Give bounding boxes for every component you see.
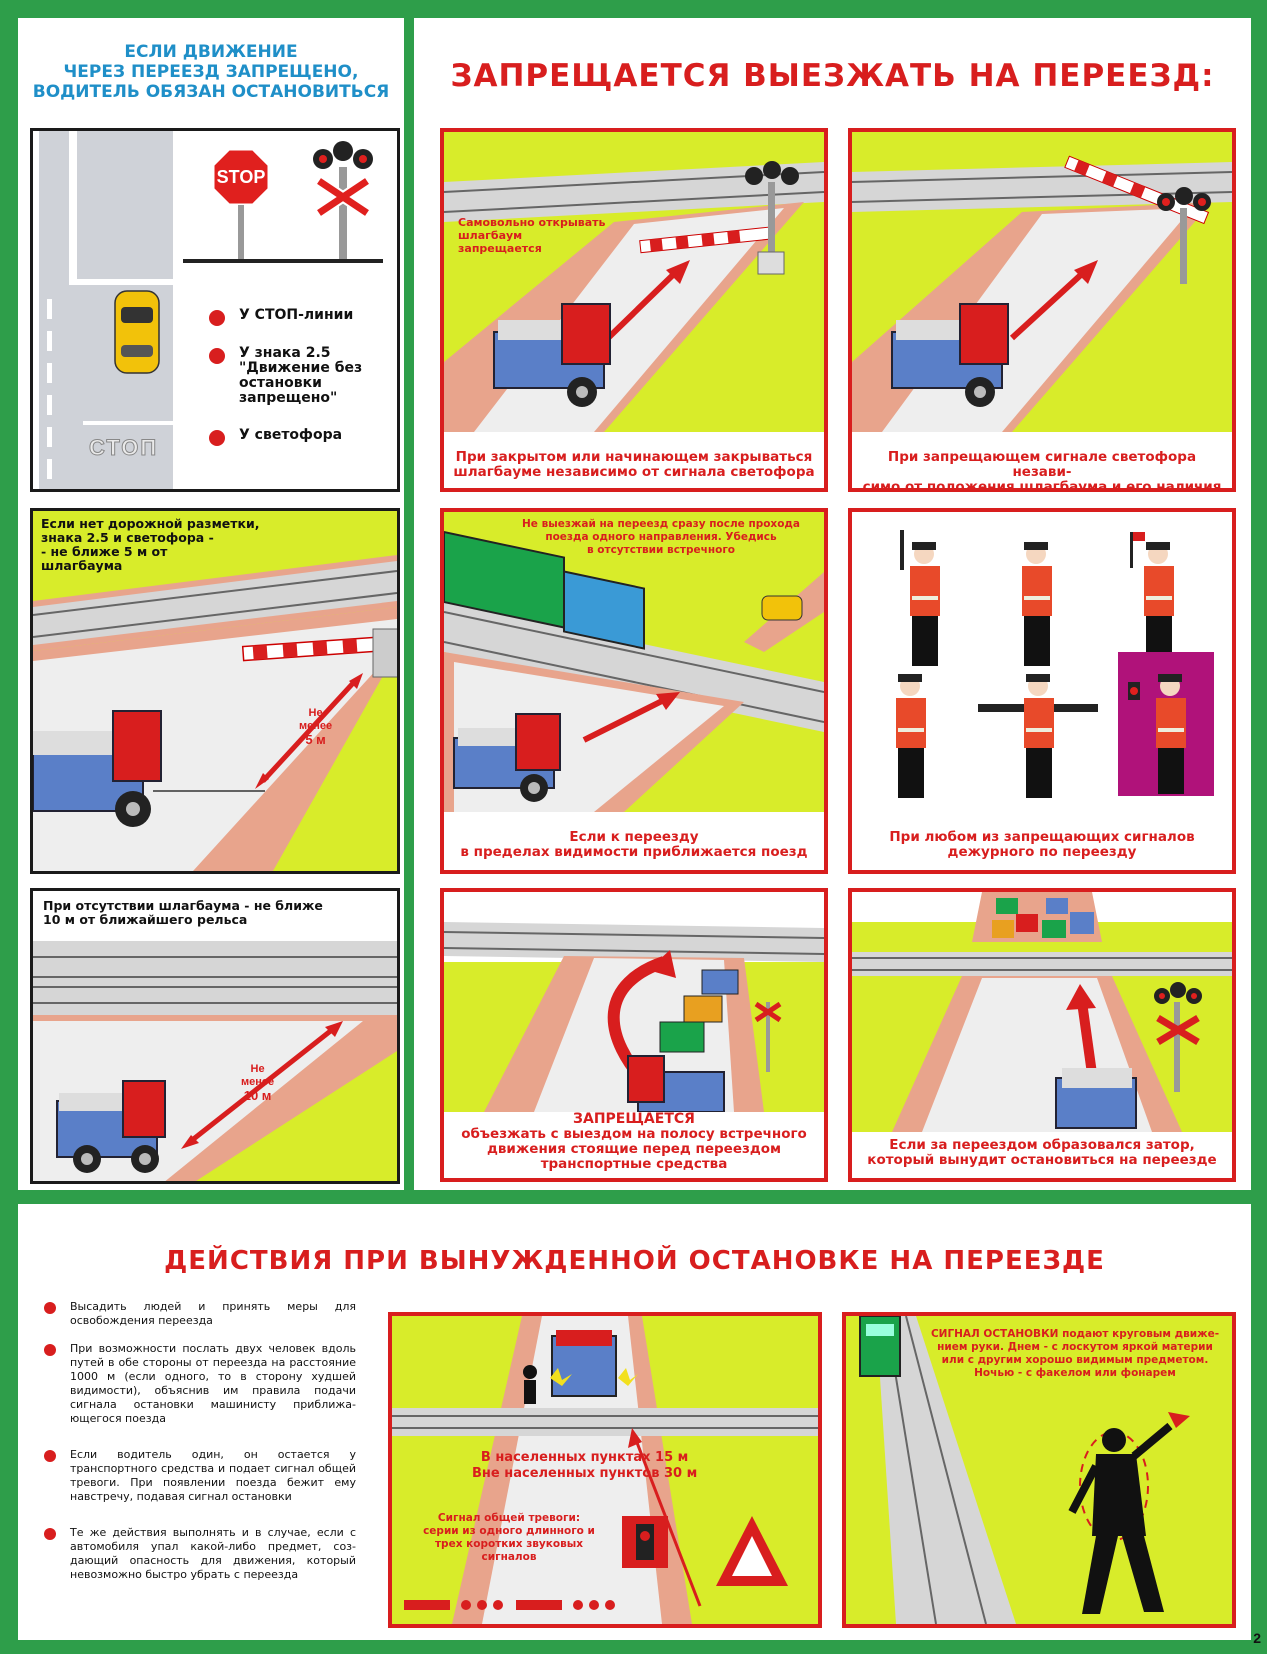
attendant-figure-4: [896, 674, 926, 798]
page-number: 2: [1253, 1630, 1261, 1646]
signalman-icon: [1068, 1412, 1190, 1614]
action-item-3: Если водитель один, он остается у трансп…: [44, 1448, 356, 1504]
truck-icon: [627, 1055, 725, 1112]
action-item-2: При возможности послать двух человек вдо…: [44, 1342, 356, 1426]
signal-forbid-caption: При запрещающем сигнале светофора незави…: [862, 449, 1222, 492]
train-near-caption: Если к переезду в пределах видимости при…: [460, 829, 808, 860]
distance-5-label: Не менее 5 м: [299, 707, 333, 747]
signal-forbid-illustration: [852, 132, 1232, 432]
warning-triangle-illustration: [392, 1316, 818, 1624]
stop-place-1: У СТОП-линии: [209, 308, 353, 326]
queued-vehicle-1: [701, 969, 739, 995]
truck-icon: [493, 303, 611, 407]
queued-vehicle-2: [683, 995, 723, 1023]
stalled-truck-icon: [550, 1330, 638, 1397]
warning-triangle-panel: В населенных пунктах 15 м Вне населенных…: [388, 1312, 822, 1628]
barrier-closed-panel: Самовольно открывать шлагбаум запрещаетс…: [440, 128, 828, 492]
bullet-icon: [209, 430, 225, 446]
truck-icon: [56, 1080, 166, 1173]
attendant-panel: При любом из запрещающих сигналов дежурн…: [848, 508, 1236, 874]
bullet-icon: [44, 1450, 56, 1462]
warning-triangle-icon: [716, 1516, 788, 1586]
attendant-night-figure: [1118, 652, 1214, 796]
train-icon: [859, 1316, 901, 1377]
bullet-icon: [44, 1302, 56, 1314]
stop-place-3: У светофора: [209, 428, 342, 446]
crossing-signal-icon: [1154, 982, 1202, 1092]
main-title: ЗАПРЕЩАЕТСЯ ВЫЕЗЖАТЬ НА ПЕРЕЕЗД:: [450, 58, 1215, 94]
car-icon: [761, 595, 803, 621]
road-marking-label: СТОП: [88, 435, 159, 461]
crossing-signal-icon: [745, 161, 799, 275]
attendant-caption: При любом из запрещающих сигналов дежурн…: [889, 829, 1195, 860]
top-left-title: ЕСЛИ ДВИЖЕНИЕ ЧЕРЕЗ ПЕРЕЕЗД ЗАПРЕЩЕНО, В…: [32, 42, 390, 102]
barrier-closed-caption: При закрытом или начинающем закрываться …: [453, 449, 815, 480]
jam-panel: Если за переездом образовался затор, кот…: [848, 888, 1236, 1182]
truck-icon: [1055, 1068, 1137, 1129]
truck-icon: [453, 713, 561, 802]
train-near-panel: Не выезжай на переезд сразу после проход…: [440, 508, 828, 874]
ten-meter-illustration: [33, 891, 397, 1181]
train-near-note: Не выезжай на переезд сразу после проход…: [522, 518, 800, 556]
train-signal-icon: [622, 1516, 668, 1568]
crossing-signal-icon: [313, 141, 373, 259]
queued-vehicle-3: [659, 1021, 705, 1053]
stop-places-illustration: [33, 131, 397, 489]
attendant-illustration: [896, 530, 1214, 798]
bullet-icon: [209, 310, 225, 326]
distance-labels: В населенных пунктах 15 м Вне населенных…: [472, 1450, 698, 1481]
five-meter-illustration: [33, 511, 397, 871]
traffic-jam-cars: [992, 898, 1094, 938]
no-marking-panel: Если нет дорожной разметки, знака 2.5 и …: [30, 508, 400, 874]
bullet-icon: [44, 1344, 56, 1356]
alarm-signal-label: Сигнал общей тревоги: серии из одного дл…: [423, 1512, 595, 1563]
stop-signal-panel: СИГНАЛ ОСТАНОВКИ подают круговым движе- …: [842, 1312, 1236, 1628]
bullet-icon: [44, 1528, 56, 1540]
overtake-caption: ЗАПРЕЩАЕТСЯ объезжать с выездом на полос…: [461, 1111, 807, 1172]
train-near-illustration: [444, 512, 824, 812]
truck-icon: [891, 303, 1009, 407]
train-icon: [444, 530, 645, 650]
stop-sign-icon: [211, 147, 271, 259]
distance-10-label: Не менее 10 м: [241, 1063, 275, 1103]
barrier-closed-note: Самовольно открывать шлагбаум запрещаетс…: [458, 216, 606, 255]
no-barrier-note: При отсутствии шлагбаума - не ближе 10 м…: [43, 898, 323, 927]
alarm-pattern: [404, 1600, 615, 1610]
overtake-illustration: [444, 892, 824, 1112]
jam-caption: Если за переездом образовался затор, кот…: [867, 1137, 1217, 1168]
stop-place-2: У знака 2.5 "Движение без остановки запр…: [209, 346, 379, 406]
jam-illustration: [852, 892, 1232, 1132]
action-item-4: Те же действия выполнять и в случае, есл…: [44, 1526, 356, 1582]
barrier-closed-illustration: [444, 132, 824, 432]
truck-icon: [33, 710, 162, 827]
stop-places-panel: STOP СТОП У СТОП-линии У знака 2.5 "Движ…: [30, 128, 400, 492]
signal-forbid-panel: При запрещающем сигнале светофора незави…: [848, 128, 1236, 492]
attendant-figure-5: [978, 674, 1098, 798]
bullet-icon: [209, 348, 225, 364]
attendant-figure-3: [1130, 532, 1174, 666]
stop-signal-text: СИГНАЛ ОСТАНОВКИ подают круговым движе- …: [930, 1328, 1220, 1379]
no-barrier-panel: При отсутствии шлагбаума - не ближе 10 м…: [30, 888, 400, 1184]
stop-signal-illustration: [846, 1316, 1232, 1624]
stop-sign-label: STOP: [216, 167, 266, 187]
car-icon: [114, 290, 160, 374]
attendant-figure-1: [900, 530, 940, 666]
crossing-signal-icon: [754, 1001, 782, 1072]
bottom-title: ДЕЙСТВИЯ ПРИ ВЫНУЖДЕННОЙ ОСТАНОВКЕ НА ПЕ…: [164, 1246, 1105, 1276]
action-item-1: Высадить людей и принять меры для освобо…: [44, 1300, 356, 1328]
person-icon: [523, 1365, 537, 1404]
overtake-panel: ЗАПРЕЩАЕТСЯ объезжать с выездом на полос…: [440, 888, 828, 1182]
attendant-figure-2: [1022, 542, 1052, 666]
crossing-signal-icon: [1157, 187, 1211, 284]
no-marking-note: Если нет дорожной разметки, знака 2.5 и …: [41, 516, 260, 573]
